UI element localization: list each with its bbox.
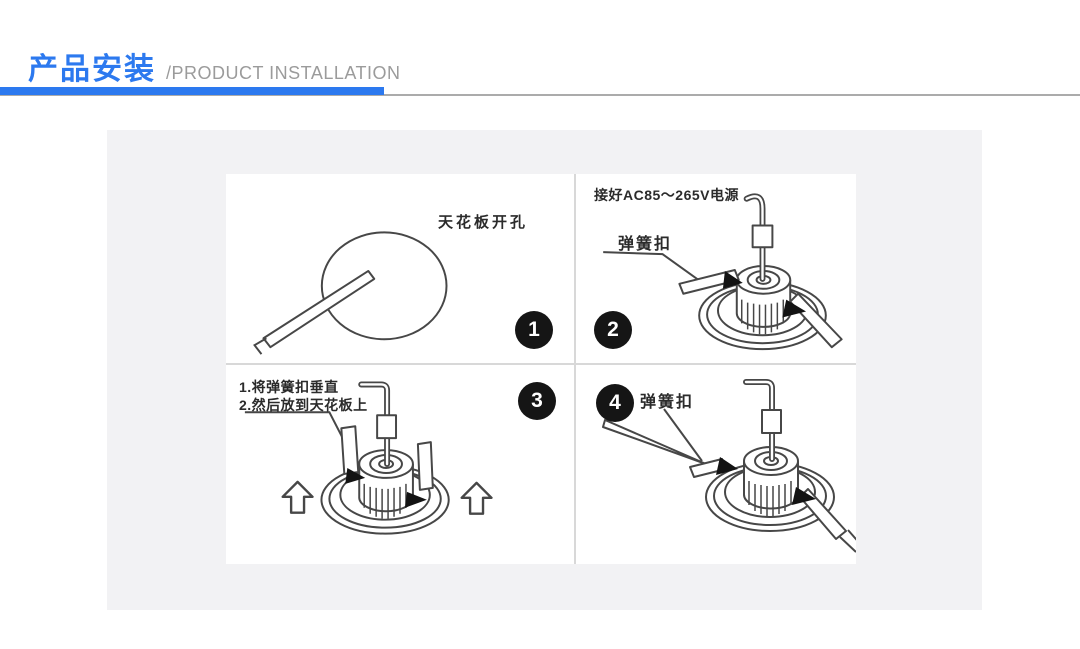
step-4-badge: 4 bbox=[596, 384, 634, 422]
spring-clip-right bbox=[789, 292, 843, 349]
spring-clip-left bbox=[340, 425, 360, 475]
step-1-caption: 天花板开孔 bbox=[438, 214, 529, 231]
header-accent-bar bbox=[0, 87, 384, 95]
step-4-panel: 弹簧扣 4 bbox=[576, 365, 856, 564]
wire-connector bbox=[751, 224, 774, 249]
step-3-instruction-1: 1.将弹簧扣垂直 bbox=[239, 379, 339, 395]
clip-leader-line bbox=[603, 251, 709, 288]
step-4-clip-label: 弹簧扣 bbox=[640, 394, 695, 411]
step-2-clip-label: 弹簧扣 bbox=[618, 236, 673, 253]
header-divider-line bbox=[0, 94, 1080, 96]
downlight-fixture bbox=[678, 265, 843, 351]
downlight-fixture bbox=[320, 425, 450, 535]
section-header: 产品安装 /PRODUCT INSTALLATION bbox=[28, 44, 401, 88]
step-2-power-label: 接好AC85～265V电源 bbox=[594, 187, 739, 203]
wire-connector bbox=[376, 414, 398, 440]
step-2-illustration bbox=[603, 193, 843, 351]
up-arrow-icon-left bbox=[281, 480, 314, 514]
power-cord bbox=[743, 379, 782, 462]
spring-clip-left bbox=[678, 268, 740, 295]
instruction-leader-line bbox=[244, 411, 349, 448]
downlight-fixture bbox=[689, 446, 856, 553]
step-2-panel: 接好AC85～265V电源 弹簧扣 2 bbox=[576, 174, 856, 365]
section-title-cn: 产品安装 bbox=[28, 53, 156, 86]
step-1-badge: 1 bbox=[515, 311, 553, 349]
step-3-illustration bbox=[244, 381, 493, 535]
section-title-en: /PRODUCT INSTALLATION bbox=[166, 63, 401, 83]
clip-leader-line bbox=[663, 408, 703, 462]
power-cord bbox=[743, 193, 774, 282]
clip-pointer-needle bbox=[602, 419, 707, 465]
step-3-instruction-2: 2.然后放到天花板上 bbox=[239, 397, 368, 413]
step-2-badge: 2 bbox=[594, 311, 632, 349]
up-arrow-icon-right bbox=[460, 481, 493, 515]
spring-clip-right bbox=[416, 441, 434, 491]
step-3-panel: 1.将弹簧扣垂直 2.然后放到天花板上 3 bbox=[226, 365, 576, 564]
step-3-badge: 3 bbox=[518, 382, 556, 420]
step-1-panel: 天花板开孔 1 bbox=[226, 174, 576, 365]
step-4-illustration bbox=[602, 379, 856, 553]
cutter-tool-icon bbox=[253, 269, 376, 355]
ceiling-hole-ellipse bbox=[320, 231, 448, 341]
power-cord bbox=[358, 381, 398, 467]
wire-connector bbox=[761, 409, 782, 434]
step-1-illustration bbox=[253, 231, 448, 355]
installation-diagram: 天花板开孔 1 接好AC85～265V电源 弹簧扣 2 bbox=[226, 174, 856, 564]
